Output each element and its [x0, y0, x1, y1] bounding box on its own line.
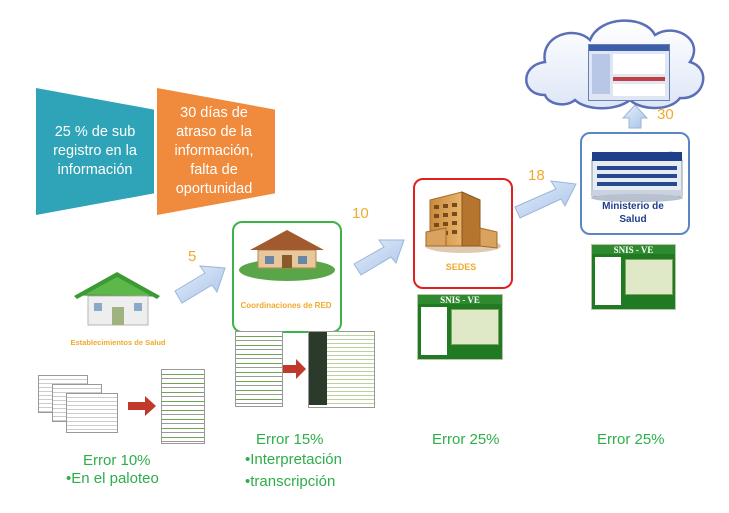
snis-title: SNIS - VE — [440, 295, 480, 305]
days-label-3: 18 — [528, 167, 545, 184]
subregistro-text: 25 % de sub registro en la información — [53, 124, 137, 178]
ministerio-building-icon — [591, 151, 683, 202]
red-arrow-1 — [128, 396, 156, 416]
ministerio-frame — [580, 132, 690, 235]
error-coordinaciones-cause-1: •Interpretación — [245, 451, 342, 468]
flow-arrow-1 — [174, 265, 226, 304]
establecimientos-label: Establecimientos de Salud — [70, 338, 166, 347]
consolidation-sheet — [235, 331, 283, 407]
tally-sheet — [161, 369, 205, 444]
coordinaciones-house-icon — [239, 230, 335, 281]
health-house-icon — [74, 272, 160, 326]
error-establecimientos-cause: •En el paloteo — [66, 470, 159, 487]
sedes-building-icon — [425, 191, 501, 253]
digital-form-sidebar — [309, 332, 327, 405]
coordinaciones-label: Coordinaciones de RED — [240, 301, 332, 310]
snis-screen-ministerio: SNIS - VE — [591, 244, 676, 310]
flow-arrow-4 — [621, 104, 649, 129]
days-label-4: 30 — [657, 106, 674, 123]
flow-arrow-2 — [353, 239, 405, 276]
days-label-2: 10 — [352, 205, 369, 222]
cloud-system-screenshot — [588, 44, 670, 101]
error-sedes: Error 25% — [432, 431, 500, 448]
subregistro-callout: 25 % de sub registro en la información — [36, 88, 154, 215]
paper-form-3 — [66, 393, 118, 433]
coordinaciones-frame — [232, 221, 342, 333]
error-ministerio: Error 25% — [597, 431, 665, 448]
ministerio-label: Ministerio de Salud — [602, 201, 664, 225]
snis-title: SNIS - VE — [613, 245, 654, 255]
snis-screen-sedes: SNIS - VE — [417, 294, 503, 360]
error-establecimientos: Error 10% — [83, 452, 151, 469]
flow-arrow-3 — [514, 180, 577, 219]
days-label-1: 5 — [188, 248, 197, 265]
atraso-text: 30 días de atraso de la información, fal… — [174, 105, 254, 197]
red-arrow-2 — [282, 359, 306, 379]
sedes-label: SEDES — [445, 262, 477, 272]
sedes-frame — [413, 178, 513, 289]
error-coordinaciones: Error 15% — [256, 431, 324, 448]
atraso-callout: 30 días de atraso de la información, fal… — [157, 88, 275, 215]
error-coordinaciones-cause-2: •transcripción — [245, 473, 336, 490]
